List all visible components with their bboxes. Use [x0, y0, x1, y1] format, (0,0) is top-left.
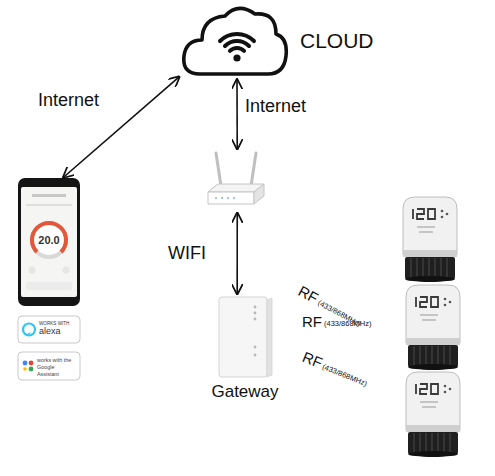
google-badge: [18, 352, 80, 380]
thermostat-valve-part: [406, 372, 460, 430]
thermostat-valve-part: [405, 257, 455, 279]
alexa-badge-part: [27, 332, 31, 335]
thermostat-valve-part: [449, 301, 452, 304]
cloud-node: CLOUD: [180, 2, 290, 80]
thermostat-valve-part: [416, 384, 438, 394]
cloud-label: CLOUD: [300, 29, 374, 52]
thermostat-valve-part: [406, 425, 460, 432]
google-badge-part: [23, 361, 28, 366]
alexa-badge-part: [23, 324, 35, 336]
edge-label: Internet: [38, 91, 99, 111]
frequency-label: (433/868MHz): [321, 363, 368, 388]
wifi-arc: [220, 34, 254, 41]
wifi-arc: [230, 48, 244, 51]
temperature-readout: 20.0: [28, 234, 70, 246]
gateway-node: Gateway: [215, 295, 275, 380]
app-button: [29, 267, 36, 274]
alexa-badge: [18, 316, 80, 343]
thermostat-valve-part: [444, 298, 447, 301]
thermostat-valve-part: [441, 216, 444, 219]
badge-brand: alexa: [39, 327, 61, 337]
badge-caption: works with the Google Assistant: [37, 357, 77, 377]
phone-screen: [21, 187, 77, 297]
thermostat-valve-part: [405, 276, 455, 282]
badge-caption: WORKS WITH: [39, 321, 69, 326]
thermostat-valve: [406, 372, 460, 457]
cloud-outline: [184, 8, 286, 74]
thermostat-valve-part: [406, 338, 460, 345]
alexa-badge-part: [18, 316, 80, 343]
edge-label: Internet: [245, 97, 306, 117]
signal-name: RF: [302, 314, 322, 331]
google-badge-part: [23, 367, 27, 371]
thermostat-valve-part: [444, 304, 447, 307]
thermostat-valve-part: [411, 258, 447, 278]
wifi-dot: [233, 54, 240, 61]
cloud-node-shape: [180, 2, 290, 80]
gateway-led: [254, 354, 257, 357]
thermostat-valve-part: [408, 432, 458, 454]
smartphone-node: 20.0: [18, 178, 80, 306]
gateway-node-shape: [215, 295, 275, 380]
thermostat-valve-part: [446, 213, 449, 216]
thermostat-valve-part: [420, 402, 438, 407]
gateway-led: [254, 306, 257, 309]
router-antenna: [216, 153, 256, 186]
router-led: [215, 197, 235, 199]
gateway-led: [254, 318, 257, 321]
thermostat-valve-part: [414, 433, 450, 453]
google-badge-part: [18, 352, 80, 380]
thermostat-valve-part: [417, 227, 435, 232]
thermostat-valve-part: [444, 385, 447, 388]
thermostat-valve-part: [403, 250, 457, 257]
app-footer: [26, 282, 72, 290]
router-node-shape: [205, 150, 267, 212]
app-bar: [26, 204, 72, 206]
gateway-side: [267, 298, 272, 377]
gateway-label: Gateway: [195, 383, 295, 402]
edge-label: WIFI: [168, 244, 206, 264]
thermostat-valve: [406, 285, 460, 370]
thermostat-valve: [403, 197, 457, 282]
router-front: [208, 192, 254, 204]
app-header: [32, 194, 66, 197]
bidirectional-arrow: [236, 78, 238, 150]
router-side: [254, 184, 264, 204]
thermostat-valve-part: [408, 451, 458, 457]
bidirectional-arrow: [63, 76, 180, 178]
signal-name: RF: [300, 349, 325, 372]
google-badge-part: [29, 367, 34, 372]
frequency-label: (433/868MHz): [324, 320, 372, 328]
phone-body: [18, 178, 80, 306]
thermostat-valve-part: [441, 210, 444, 213]
thermostat-valve-part: [408, 345, 458, 367]
bidirectional-arrow: [236, 212, 238, 295]
router-node: [205, 150, 267, 212]
thermostat-valve-part: [406, 285, 460, 343]
gateway-led: [254, 312, 257, 315]
thermostat-valve-part: [414, 346, 450, 366]
gateway-led: [254, 346, 257, 349]
app-button: [63, 267, 70, 274]
thermostat-valve-part: [416, 297, 438, 307]
gateway-body: [219, 297, 267, 377]
thermostat-valve-part: [413, 209, 435, 219]
thermostat-valve-part: [444, 391, 447, 394]
wifi-arc: [225, 41, 249, 46]
thermostat-valve-part: [420, 315, 438, 320]
google-badge-part: [29, 361, 34, 366]
thermostat-valve-part: [403, 197, 457, 255]
thermostat-valve-part: [449, 388, 452, 391]
thermostat-valve-part: [408, 364, 458, 370]
